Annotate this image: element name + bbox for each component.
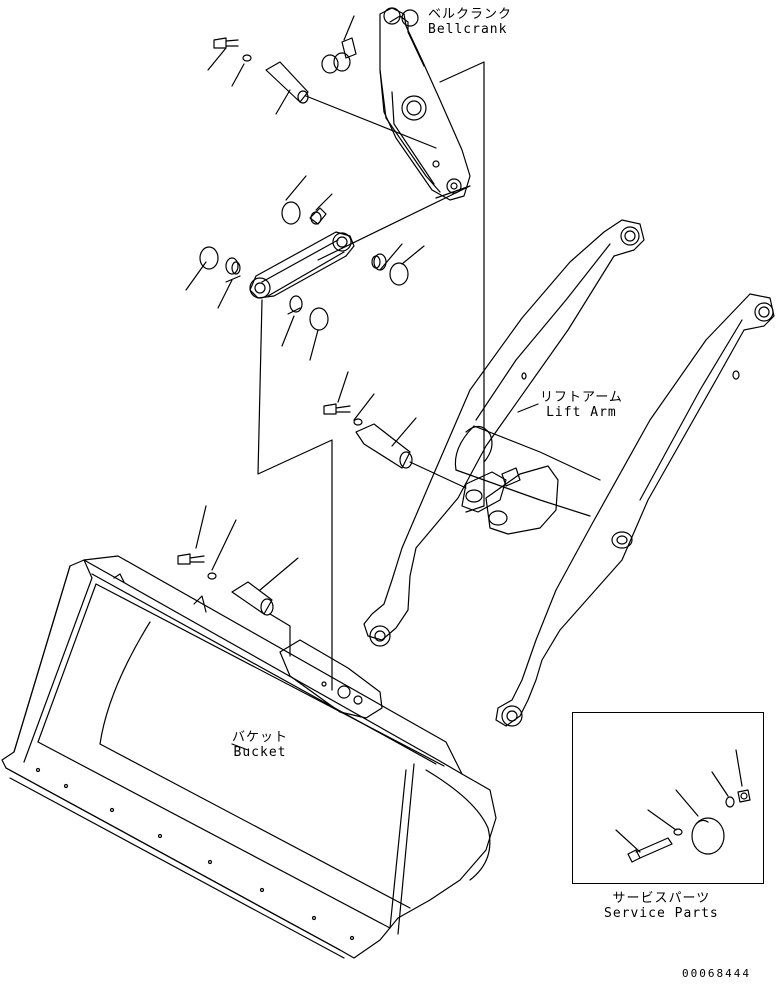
- lift-arm-label-en: Lift Arm: [546, 405, 617, 420]
- link: [250, 232, 354, 298]
- service-parts-box: [572, 712, 764, 884]
- lift-arm-pin-set: [324, 372, 466, 488]
- bucket-pin-set: [178, 506, 298, 656]
- bellcrank-label-en: Bellcrank: [428, 22, 508, 37]
- link-bucket-leader: [258, 300, 332, 690]
- bucket-label-en: Bucket: [233, 745, 287, 760]
- lift-arm: [364, 220, 774, 726]
- service-parts-label-ja: サービスパーツ: [612, 891, 711, 906]
- bellcrank-label-ja: ベルクランク: [428, 7, 513, 22]
- bellcrank-upper-pin-set: [208, 16, 436, 148]
- lift-arm-label: リフトアーム Lift Arm: [540, 390, 623, 420]
- service-parts-label: サービスパーツ Service Parts: [604, 891, 719, 921]
- bucket-label: バケット Bucket: [232, 730, 288, 760]
- bellcrank-label: ベルクランク Bellcrank: [428, 7, 512, 37]
- bucket: [2, 556, 496, 958]
- link-seals-and-bushings: [186, 176, 424, 360]
- bellcrank-leader: [440, 62, 484, 512]
- service-parts-label-en: Service Parts: [604, 906, 719, 921]
- bellcrank: [380, 8, 470, 200]
- bucket-label-ja: バケット: [232, 730, 289, 745]
- drawing-number: 00068444: [682, 967, 751, 980]
- service-parts-items: [616, 750, 750, 862]
- lift-arm-label-ja: リフトアーム: [540, 390, 623, 405]
